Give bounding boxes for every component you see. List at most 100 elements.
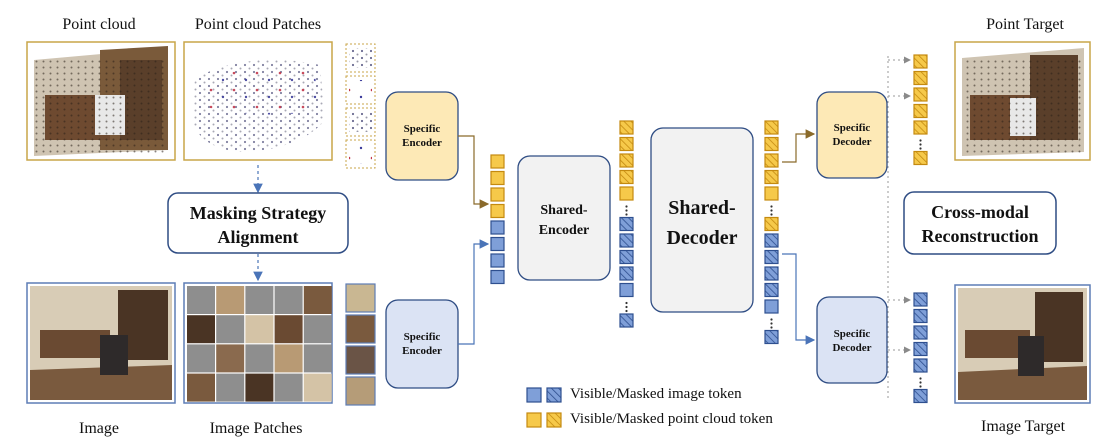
decoder-specific-word: Specific [834, 328, 871, 340]
masked-image-patch [245, 344, 274, 373]
caption-point-cloud: Point cloud [62, 16, 136, 33]
token [913, 308, 928, 324]
visible-image-patch [303, 373, 332, 402]
cross-modal-line2: Reconstruction [922, 226, 1039, 246]
visible-image-patch [245, 315, 274, 344]
ellipsis-dot [770, 326, 773, 329]
token [913, 325, 928, 340]
masked-image-patch [187, 344, 215, 373]
token [619, 216, 634, 232]
ellipsis-dot [919, 139, 922, 142]
token [619, 169, 634, 185]
token [764, 216, 779, 232]
token [490, 187, 505, 202]
point-patch-strip [345, 43, 376, 169]
ellipsis-dot [919, 147, 922, 150]
image-photo [26, 282, 176, 404]
decoder-word: Decoder [832, 136, 871, 148]
masked-image-patch [274, 286, 303, 314]
point-encoder-to-tokens [458, 135, 490, 209]
token [619, 153, 634, 168]
visible-image-patch [187, 373, 215, 402]
encoder-specific-word: Specific [404, 123, 441, 135]
masking-strategy-box: Masking Strategy Alignment [167, 192, 349, 254]
image-encoder-to-tokens [458, 239, 490, 345]
ellipsis-dot [625, 205, 628, 208]
token [490, 253, 505, 268]
token [764, 266, 779, 281]
token [764, 169, 779, 185]
image-reconstruction-tokens [913, 292, 928, 404]
token [619, 186, 634, 201]
point-cloud-patches-image [183, 41, 333, 161]
legend-image-token-label: Visible/Masked image token [570, 386, 742, 402]
token [764, 249, 779, 265]
shared-encoder-line1: Shared- [540, 203, 588, 218]
token [913, 54, 928, 69]
ellipsis-dot [919, 381, 922, 384]
token [913, 341, 928, 357]
token [619, 136, 634, 152]
visible-image-patch [274, 344, 303, 373]
token [913, 358, 928, 373]
token [490, 269, 505, 285]
token [764, 120, 779, 135]
tokens-to-image-decoder [782, 253, 816, 345]
caption-image-patches: Image Patches [209, 420, 303, 437]
token [913, 103, 928, 119]
token [764, 329, 779, 345]
encoder-word: Encoder [402, 137, 442, 149]
visible-image-patch [187, 315, 215, 344]
decoder-word: Decoder [832, 342, 871, 354]
token [490, 170, 505, 186]
ellipsis-dot [770, 213, 773, 216]
ellipsis-dot [770, 318, 773, 321]
legend-point-masked-swatch [546, 412, 562, 428]
token [490, 236, 505, 252]
legend-swatches [526, 387, 562, 428]
caption-image: Image [79, 420, 119, 437]
ellipsis-dot [770, 205, 773, 208]
image-specific-decoder: Specific Decoder [816, 296, 888, 384]
legend-point-visible-swatch [526, 412, 542, 428]
ellipsis-dot [770, 209, 773, 212]
visible-image-patch [303, 286, 332, 314]
ellipsis-dot [625, 301, 628, 305]
cross-modal-reconstruction-box: Cross-modal Reconstruction [903, 191, 1057, 255]
token [913, 292, 928, 307]
ellipsis-dot [625, 209, 628, 212]
encoder-word: Encoder [402, 345, 442, 357]
token [619, 233, 634, 248]
token [619, 313, 634, 328]
input-token-column [490, 154, 505, 285]
decoded-token-column [764, 120, 779, 345]
token [913, 388, 928, 404]
decoder-specific-word: Specific [834, 122, 871, 134]
masked-image-patch [274, 373, 303, 402]
visible-image-patch [216, 344, 245, 373]
encoded-token-column [619, 120, 634, 328]
shared-decoder: Shared- Decoder [650, 127, 754, 313]
point-specific-encoder: Specific Encoder [385, 91, 459, 181]
token [764, 233, 779, 248]
ellipsis-dot [770, 322, 773, 325]
legend-image-masked-swatch [546, 387, 562, 403]
image-target-image [954, 284, 1091, 404]
ellipsis-dot [625, 213, 628, 216]
image-patch-strip [345, 283, 376, 406]
token [764, 186, 779, 201]
visible-image-patch [274, 315, 303, 344]
token [764, 282, 779, 298]
masked-image-patch [216, 315, 245, 344]
token [619, 249, 634, 265]
token [913, 87, 928, 102]
ellipsis-dot [919, 143, 922, 146]
shared-decoder-line2: Decoder [666, 227, 737, 249]
masked-image-patch [303, 315, 332, 344]
legend-point-token-label: Visible/Masked point cloud token [570, 411, 773, 427]
caption-image-target: Image Target [980, 418, 1066, 435]
masking-line2: Alignment [218, 227, 299, 247]
visible-image-patch [216, 286, 245, 314]
masked-image-patch [216, 373, 245, 402]
